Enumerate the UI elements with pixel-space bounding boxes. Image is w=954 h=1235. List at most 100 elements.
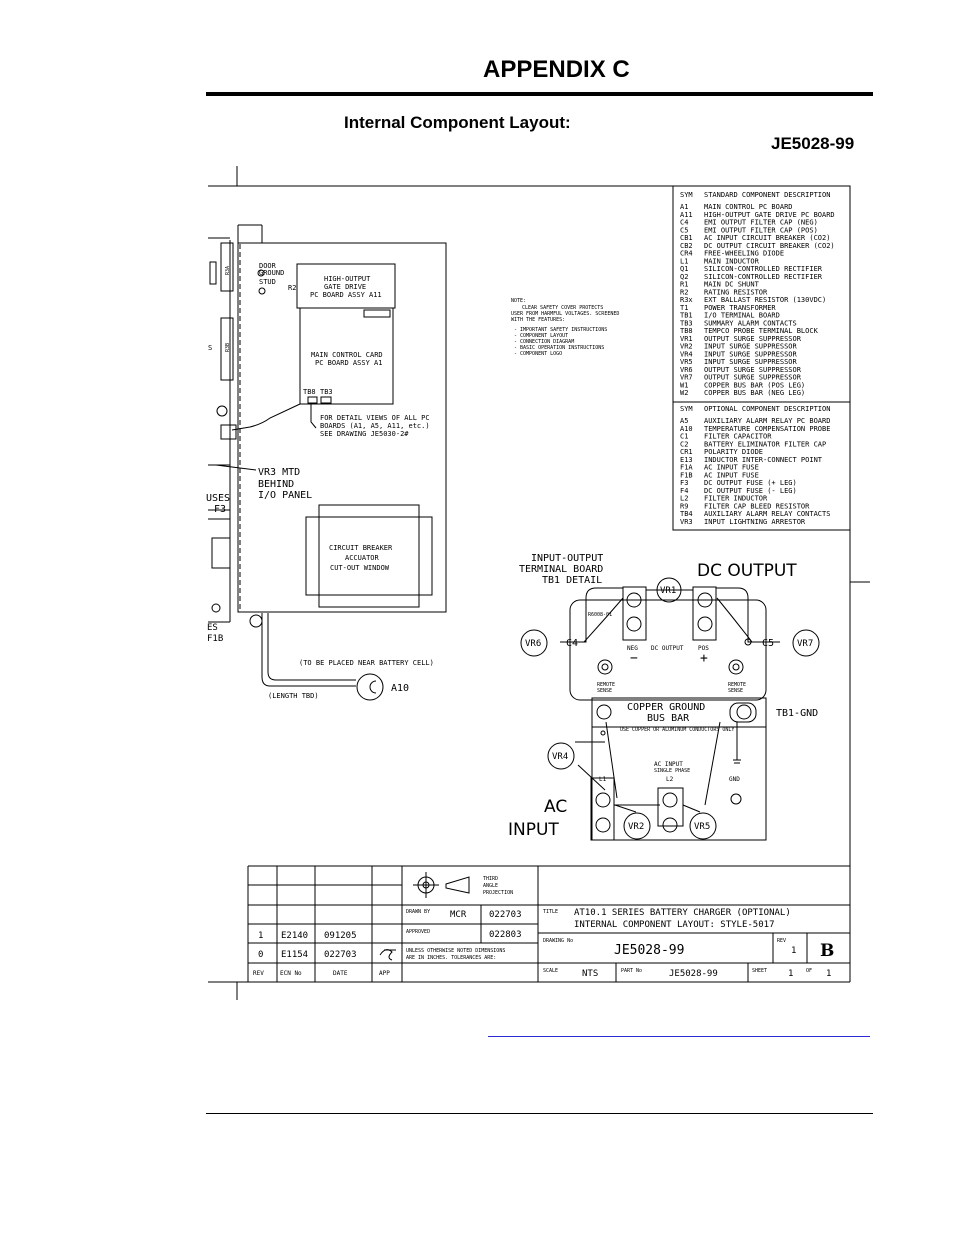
optional-component-sym: L2 — [680, 495, 688, 503]
standard-component-description: COPPER BUS BAR (NEG LEG) — [704, 389, 805, 397]
optional-component-description: BATTERY ELIMINATOR FILTER CAP — [704, 440, 826, 448]
standard-component-description: COPPER BUS BAR (POS LEG) — [704, 381, 805, 389]
opt-desc-heading: OPTIONAL COMPONENT DESCRIPTION — [704, 405, 830, 413]
gate-drive-label: GATE DRIVE — [324, 283, 366, 291]
optional-component-description: FILTER CAP BLEED RESISTOR — [704, 502, 810, 510]
opt-sym-heading: SYM — [680, 405, 693, 413]
standard-component-description: POWER TRANSFORMER — [704, 304, 776, 312]
revision-rev: 1 — [258, 931, 263, 941]
battery-note: (TO BE PLACED NEAR BATTERY CELL) — [299, 659, 434, 667]
optional-component-description: FILTER CAPACITOR — [704, 433, 772, 441]
vr6-label: VR6 — [525, 639, 541, 649]
standard-component-description: OUTPUT SURGE SUPPRESSOR — [704, 335, 802, 343]
tb3-label: TB3 — [320, 388, 333, 396]
es-label: ES — [207, 623, 218, 633]
fuses-label: USES — [206, 493, 230, 504]
optional-component-description: AUXILIARY ALARM RELAY CONTACTS — [704, 510, 830, 518]
std-desc-heading: STANDARD COMPONENT DESCRIPTION — [704, 191, 830, 199]
sheet-label: SHEET — [752, 968, 767, 974]
vr3-label: I/O PANEL — [258, 490, 312, 501]
optional-component-description: DC OUTPUT FUSE (+ LEG) — [704, 479, 797, 487]
standard-component-sym: Q2 — [680, 273, 688, 281]
vr1-label: VR1 — [660, 586, 676, 596]
a10-label: A10 — [391, 683, 409, 694]
sheet-value: 1 — [788, 969, 793, 979]
optional-component-sym: C1 — [680, 433, 688, 441]
tb1-title: INPUT-OUTPUT — [531, 553, 603, 564]
standard-component-sym: R1 — [680, 281, 688, 289]
optional-component-sym: F1B — [680, 471, 693, 479]
note-line: USER FROM HARMFUL VOLTAGES. SCREENED — [511, 311, 619, 317]
minus-sign: − — [630, 651, 638, 666]
standard-component-description: EXT BALLAST RESISTOR (130VDC) — [704, 296, 826, 304]
detail-callout: FOR DETAIL VIEWS OF ALL PC — [320, 414, 430, 422]
standard-component-sym: W2 — [680, 389, 688, 397]
gnd-label: GND — [729, 776, 740, 783]
l2-label: L2 — [666, 776, 674, 783]
optional-component-description: TEMPERATURE COMPENSATION PROBE — [704, 425, 830, 433]
optional-component-sym: VR3 — [680, 518, 693, 526]
tb1-gnd-label: TB1-GND — [776, 708, 818, 719]
r2-label: R2 — [288, 284, 296, 292]
standard-component-sym: C5 — [680, 226, 688, 234]
standard-component-description: FREE-WHEELING DIODE — [704, 250, 784, 258]
header-rule — [206, 92, 873, 96]
vr4-label: VR4 — [552, 752, 568, 762]
f1b-label: F1B — [207, 634, 223, 644]
drawn-date: 022703 — [489, 910, 522, 920]
standard-component-description: MAIN INDUCTOR — [704, 257, 760, 265]
l1-label: L1 — [599, 776, 607, 783]
rev-label: REV — [777, 938, 786, 944]
note-line: - CONNECTION DIAGRAM — [514, 339, 574, 345]
remote-sense-pos: SENSE — [728, 688, 743, 694]
approved-label: APPROVED — [406, 929, 430, 935]
standard-component-description: DC OUTPUT CIRCUIT BREAKER (CO2) — [704, 242, 835, 250]
standard-component-sym: VR7 — [680, 374, 693, 382]
ac-input-terminal-label: AC INPUT — [654, 761, 683, 768]
f3-label: F3 — [214, 504, 226, 515]
detail-callout: SEE DRAWING JE5030-2# — [320, 430, 409, 438]
projection-label: THIRD — [483, 876, 498, 882]
vr7-label: VR7 — [797, 639, 813, 649]
standard-component-sym: R3x — [680, 296, 693, 304]
note-line: CLEAR SAFETY COVER PROTECTS — [522, 305, 603, 311]
remote-sense-neg: REMOTE — [597, 682, 615, 688]
breaker-window-label: CIRCUIT BREAKER — [329, 544, 393, 552]
standard-component-description: RATING RESISTOR — [704, 288, 768, 296]
optional-component-sym: A5 — [680, 417, 688, 425]
title-label: TITLE — [543, 909, 558, 915]
main-card-label: PC BOARD ASSY A1 — [315, 359, 382, 367]
neg-label: NEG — [627, 645, 638, 652]
standard-component-description: INPUT SURGE SUPPRESSOR — [704, 350, 798, 358]
ecn-col-header: ECN No — [280, 970, 302, 977]
standard-component-description: MAIN CONTROL PC BOARD — [704, 203, 793, 211]
of-value: 1 — [826, 969, 831, 979]
rev-value: 1 — [791, 946, 796, 956]
note-line: - COMPONENT LAYOUT — [514, 333, 568, 339]
breaker-window-label: ACCUATOR — [345, 554, 380, 562]
standard-component-sym: VR6 — [680, 366, 693, 374]
tb8-label: TB8 — [303, 388, 316, 396]
tolerance-note: ARE IN INCHES. TOLERANCES ARE: — [406, 955, 496, 961]
standard-component-description: EMI OUTPUT FILTER CAP (POS) — [704, 226, 818, 234]
pos-label: POS — [698, 645, 709, 652]
optional-component-description: INDUCTOR INTER-CONNECT POINT — [704, 456, 823, 464]
optional-component-sym: F3 — [680, 479, 688, 487]
optional-component-description: POLARITY DIODE — [704, 448, 763, 456]
standard-component-sym: A11 — [680, 211, 693, 219]
note-line: - COMPONENT LOGO — [514, 351, 562, 357]
standard-component-sym: CR4 — [680, 250, 693, 258]
optional-component-sym: A10 — [680, 425, 693, 433]
standard-component-description: MAIN DC SHUNT — [704, 281, 760, 289]
revision-date: 022703 — [324, 950, 357, 960]
footer-rule — [206, 1113, 873, 1114]
standard-component-sym: VR1 — [680, 335, 693, 343]
standard-component-sym: A1 — [680, 203, 688, 211]
standard-component-sym: C4 — [680, 219, 688, 227]
door-ground-label: DOOR — [259, 262, 277, 270]
standard-component-sym: VR2 — [680, 343, 693, 351]
note-line: WITH THE FEATURES: — [511, 317, 565, 323]
revision-ecn: E2140 — [281, 931, 308, 941]
optional-component-sym: TB4 — [680, 510, 693, 518]
date-col-header: DATE — [333, 970, 348, 977]
